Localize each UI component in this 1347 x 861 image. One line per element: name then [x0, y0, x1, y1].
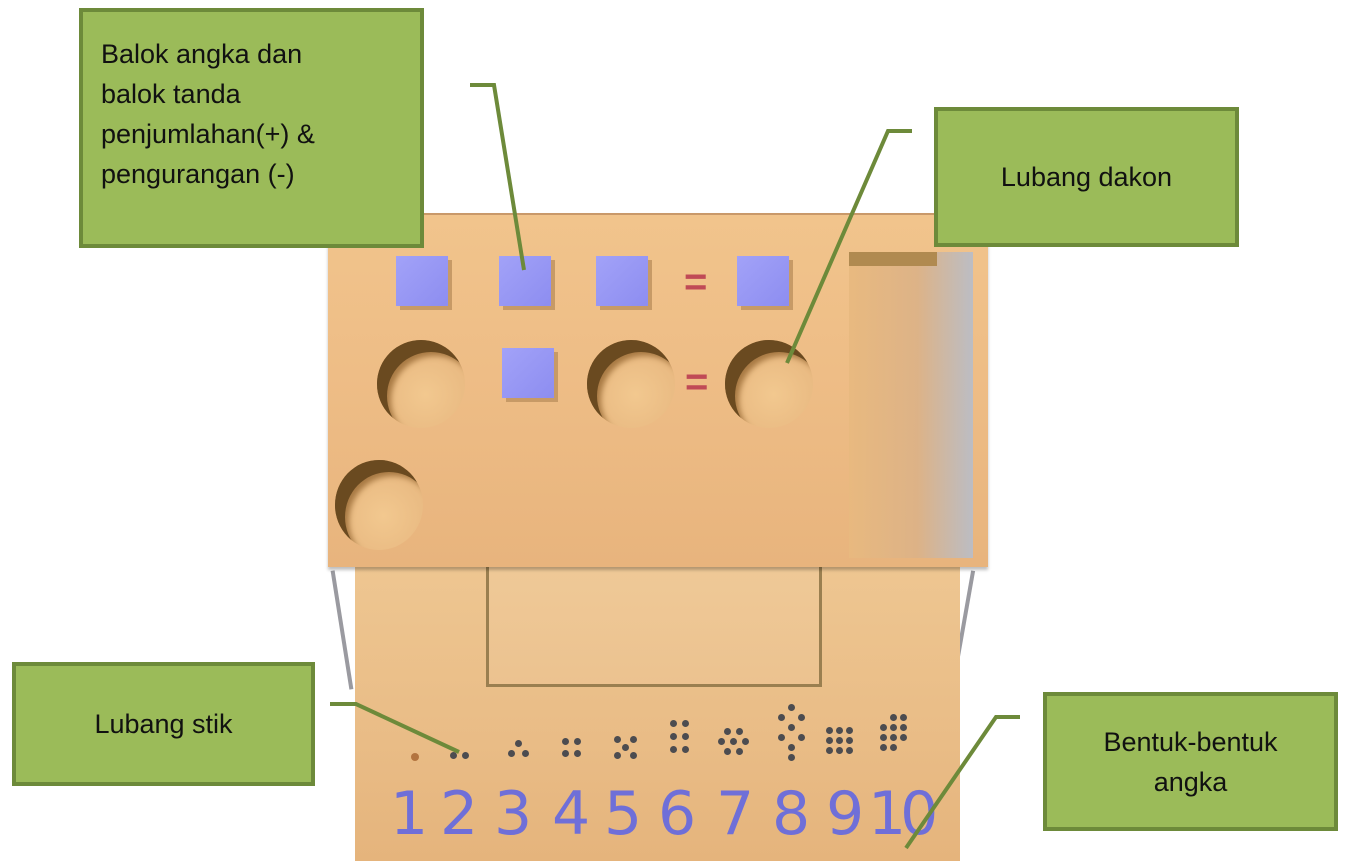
- numeral: 7: [716, 779, 755, 849]
- dakon-hole: [377, 340, 465, 428]
- callout-balok: Balok angka dan balok tanda penjumlahan(…: [79, 8, 424, 248]
- numeral: 10: [868, 779, 938, 849]
- leader-line-balok: [470, 83, 526, 271]
- callout-stik: Lubang stik: [12, 662, 315, 786]
- number-block: [737, 256, 789, 306]
- operator-block: [502, 348, 554, 398]
- numeral: 4: [552, 779, 591, 849]
- numeral: 6: [658, 779, 697, 849]
- numeral-row: 1 2 3 4 5 6 7 8 9 10: [390, 779, 938, 854]
- callout-dakon-text: Lubang dakon: [1000, 162, 1173, 192]
- callout-dakon: Lubang dakon: [934, 107, 1239, 247]
- numeral: 5: [604, 779, 643, 849]
- callout-balok-text: Balok angka dan balok tanda penjumlahan(…: [101, 39, 315, 189]
- stick-hole: [411, 753, 419, 761]
- dakon-hole: [725, 340, 813, 428]
- numeral: 1: [390, 779, 429, 849]
- callout-bentuk-text: Bentuk-bentuk angka: [1103, 726, 1278, 797]
- leader-line-stik: [330, 702, 460, 754]
- number-block: [596, 256, 648, 306]
- callout-stik-text: Lubang stik: [94, 709, 233, 739]
- equals-sign: =: [685, 360, 709, 404]
- numeral: 8: [772, 779, 811, 849]
- equals-sign: =: [684, 260, 708, 304]
- leader-line-dakon: [785, 129, 912, 364]
- callout-bentuk: Bentuk-bentuk angka: [1043, 692, 1338, 831]
- numeral: 2: [440, 779, 479, 849]
- side-storage-rail: [849, 252, 937, 266]
- side-storage-panel: [849, 252, 973, 558]
- lower-board: [355, 565, 960, 861]
- tray-recess: [486, 565, 822, 687]
- number-block: [396, 256, 448, 306]
- dakon-hole: [335, 460, 423, 550]
- dakon-hole: [587, 340, 675, 428]
- numeral: 9: [826, 779, 865, 849]
- numeral: 3: [494, 779, 533, 849]
- leader-line-bentuk: [904, 715, 1020, 850]
